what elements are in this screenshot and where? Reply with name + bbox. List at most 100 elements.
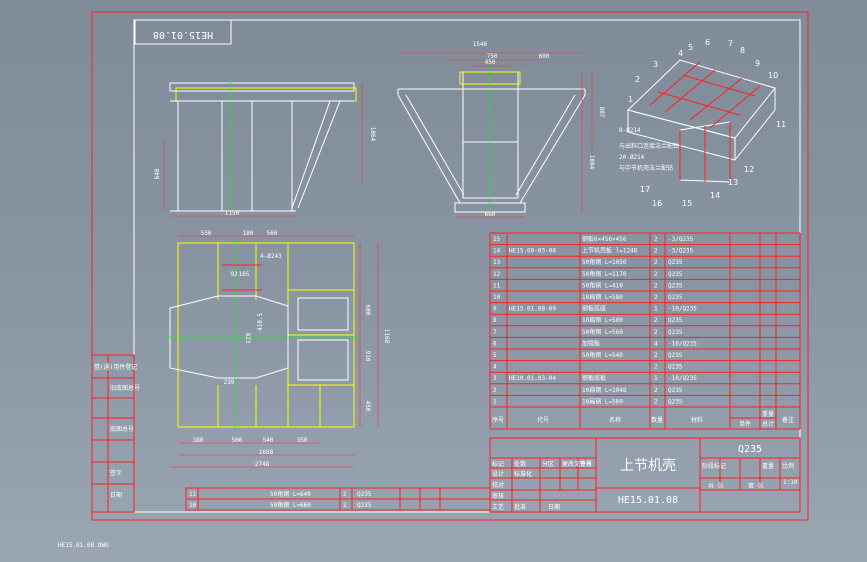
svg-text:签字: 签字 [110,469,122,477]
svg-text:批准: 批准 [514,503,526,511]
bom-cell: 15 [493,236,501,243]
svg-text:165: 165 [239,271,250,278]
svg-text:Q235: Q235 [738,444,762,455]
bom-cell: HE15.00-03-08 [509,248,556,255]
bom-cell: Q235 [668,317,683,324]
bom-cell: 10扁钢 L=580 [582,316,623,324]
isometric-view: 1 2 3 4 5 6 7 8 9 10 11 12 13 14 15 16 1… [619,38,786,208]
svg-text:180: 180 [243,230,254,237]
svg-text:8: 8 [740,46,745,55]
bom-cell: 数量 [651,416,663,424]
bom-cell: 1 [654,306,658,313]
bom-cell: 加强板 [582,339,600,347]
bom-cell: 10扁钢 L=1048 [582,386,627,394]
bom-cell: 2 [654,271,658,278]
svg-text:20-Ø214: 20-Ø214 [619,154,645,161]
svg-text:10: 10 [768,71,778,80]
svg-text:1546: 1546 [473,41,488,48]
bom-cell: 50角钢 L=540 [582,351,623,359]
svg-text:11: 11 [776,120,786,129]
svg-text:上节机壳: 上节机壳 [620,457,676,474]
svg-text:旧底图总号: 旧底图总号 [110,384,140,392]
plan-view: 550 180 560 4-Ø243 92 165 239 410.5 823 … [165,230,390,468]
bom-cell: -10/Q235 [668,375,697,382]
svg-text:3: 3 [653,60,658,69]
svg-text:标记: 标记 [492,460,504,468]
bom-cell: 钢板6×456×456 [582,235,627,243]
svg-text:1084: 1084 [588,155,595,170]
svg-text:日期: 日期 [548,503,560,511]
bom-cell: 2 [654,387,658,394]
bom-cell: 2 [493,387,497,394]
svg-text:823: 823 [244,333,251,344]
bom-cell: HE15.01.08-09 [509,306,556,313]
svg-text:2: 2 [635,75,640,84]
svg-text:17: 17 [640,185,650,194]
bom-cell: 总计 [762,420,774,428]
bom-cell: 单件 [739,420,751,428]
bom-cell: -10/Q235 [668,306,697,313]
bom-cell: 9 [493,306,497,313]
svg-text:日期: 日期 [110,491,122,499]
svg-text:校对: 校对 [492,481,504,489]
bom-cell: 钢板底板 [582,374,606,382]
svg-text:处数: 处数 [514,460,526,468]
bom-cell: Q235 [668,294,683,301]
bom-cell: 2 [654,364,658,371]
bom-cell: -3/Q235 [668,236,694,243]
svg-text:Q235: Q235 [357,491,372,498]
svg-text:1064: 1064 [369,127,376,142]
svg-text:2748: 2748 [255,461,270,468]
svg-text:12: 12 [744,165,754,174]
svg-text:审核: 审核 [492,492,504,500]
svg-text:11: 11 [189,491,197,498]
bom-cell: Q235 [668,398,683,405]
bom-cell: 50角钢 L=410 [582,281,623,289]
svg-text:9: 9 [755,59,760,68]
svg-text:910: 910 [364,351,371,362]
svg-text:50角钢 L=640: 50角钢 L=640 [270,490,311,498]
bom-cell: 11 [493,282,501,289]
svg-text:239: 239 [224,379,235,386]
svg-text:分区: 分区 [542,460,554,468]
svg-text:与中节机壳法兰配钻: 与中节机壳法兰配钻 [619,164,673,172]
svg-text:600: 600 [539,53,550,60]
side-label-column: 借(通)用件登记 旧底图总号 底图总号 签字 日期 [91,354,140,513]
footer-filename: HE15.01.08.DWG [58,542,109,549]
svg-text:660: 660 [485,211,496,218]
svg-text:10: 10 [189,502,197,509]
bom-cell: 10 [493,294,501,301]
bom-cell: 序号 [492,416,504,424]
svg-text:8-Ø214: 8-Ø214 [619,127,641,134]
svg-text:5: 5 [688,43,693,52]
bom-cell: 7 [493,329,497,336]
bom-cell: -3/Q235 [668,248,694,255]
bom-cell: 1 [493,398,497,405]
svg-text:4-Ø243: 4-Ø243 [260,253,282,260]
bom-cell: 2 [654,352,658,359]
svg-text:1168: 1168 [383,329,390,344]
svg-text:7: 7 [728,39,733,48]
svg-text:450: 450 [485,59,496,66]
bom-cell: 4 [493,364,497,371]
svg-text:560: 560 [267,230,278,237]
bom-cell: 钢板底座 [582,305,606,313]
side-view: 1546 750 600 450 807 1084 660 [397,41,605,218]
bom-cell: 4 [654,340,658,347]
bom-cell: 备注 [782,416,794,424]
svg-text:600: 600 [364,305,371,316]
svg-text:1150: 1150 [225,210,240,217]
bom-cell: 12 [493,271,501,278]
svg-text:工艺: 工艺 [492,503,504,511]
svg-text:640: 640 [154,168,161,179]
svg-text:380: 380 [193,437,204,444]
svg-text:更改文件号: 更改文件号 [562,460,592,468]
svg-text:标准化: 标准化 [514,470,532,478]
svg-text:底图总号: 底图总号 [110,425,134,433]
svg-text:签名: 签名 [580,460,592,468]
svg-text:借(通)用件登记: 借(通)用件登记 [94,363,137,371]
svg-text:540: 540 [263,437,274,444]
bom-cell: 10扁钢 L=580 [582,293,623,301]
svg-text:比例: 比例 [782,462,794,470]
